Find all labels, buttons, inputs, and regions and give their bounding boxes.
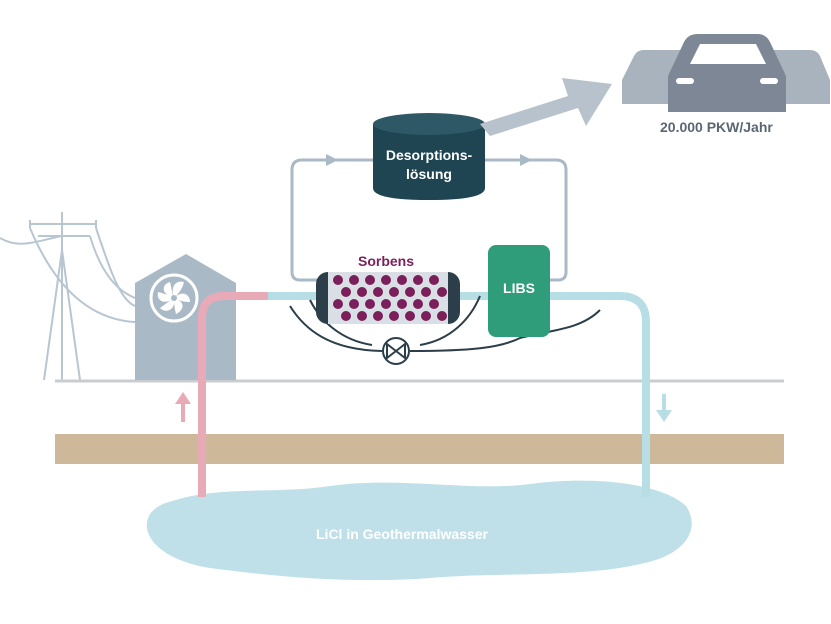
fan-icon xyxy=(149,273,199,323)
brine-reservoir xyxy=(146,480,692,581)
valve-icon xyxy=(382,337,410,365)
arrow-up-icon xyxy=(175,392,191,422)
desorption-solution-label: Desorptions- lösung xyxy=(373,146,485,184)
flow-arrow-icon xyxy=(520,154,532,166)
injection-pipe xyxy=(268,292,650,497)
libs-label: LIBS xyxy=(503,280,535,296)
desorption-label-line2: lösung xyxy=(406,166,452,182)
libs-unit xyxy=(488,245,550,337)
car-icon xyxy=(668,34,786,112)
cars-per-year-label: 20.000 PKW/Jahr xyxy=(660,119,773,135)
sorbent-column xyxy=(316,272,460,324)
power-pylon-icon xyxy=(0,212,136,381)
soil-layer xyxy=(55,434,784,464)
production-pipe xyxy=(198,292,268,497)
arrow-down-icon xyxy=(656,394,672,422)
desorption-label-line1: Desorptions- xyxy=(385,147,473,163)
flow-arrow-icon xyxy=(326,154,338,166)
bypass-line xyxy=(289,305,601,352)
bypass-line xyxy=(309,295,481,346)
sorbent-label: Sorbens xyxy=(358,253,415,269)
lithium-arrow xyxy=(480,78,612,136)
desorption-tank xyxy=(373,113,485,200)
brine-label: LiCl in Geothermalwasser xyxy=(316,526,488,542)
